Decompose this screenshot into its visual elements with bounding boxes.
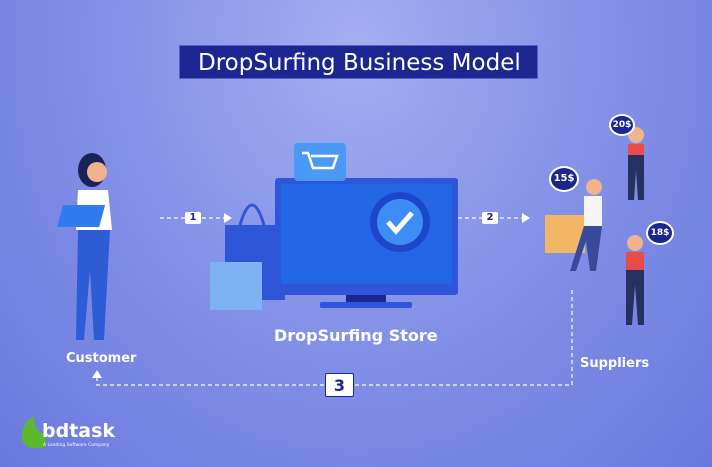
step-2-badge: 2 bbox=[482, 212, 498, 224]
logo-icon bbox=[21, 416, 47, 448]
logo-text: bdtask bbox=[42, 420, 116, 442]
customer-figure bbox=[57, 153, 112, 340]
page-title: DropSurfing Business Model bbox=[179, 45, 538, 79]
monitor-icon bbox=[275, 178, 458, 308]
logo-tagline: A Leading Software Company bbox=[43, 443, 110, 448]
cart-icon bbox=[294, 143, 346, 181]
price-tag: 18$ bbox=[646, 221, 674, 245]
price-tag: 20$ bbox=[609, 114, 635, 136]
price-tag: 15$ bbox=[549, 166, 579, 192]
customer-label: Customer bbox=[66, 351, 137, 366]
suppliers-label: Suppliers bbox=[580, 356, 650, 371]
store-label: DropSurfing Store bbox=[274, 326, 438, 345]
step-3-badge: 3 bbox=[325, 373, 354, 397]
step-1-badge: 1 bbox=[185, 212, 201, 224]
check-icon bbox=[386, 211, 414, 235]
shopping-bag-icon bbox=[210, 262, 262, 310]
suppliers-figures bbox=[545, 127, 644, 325]
